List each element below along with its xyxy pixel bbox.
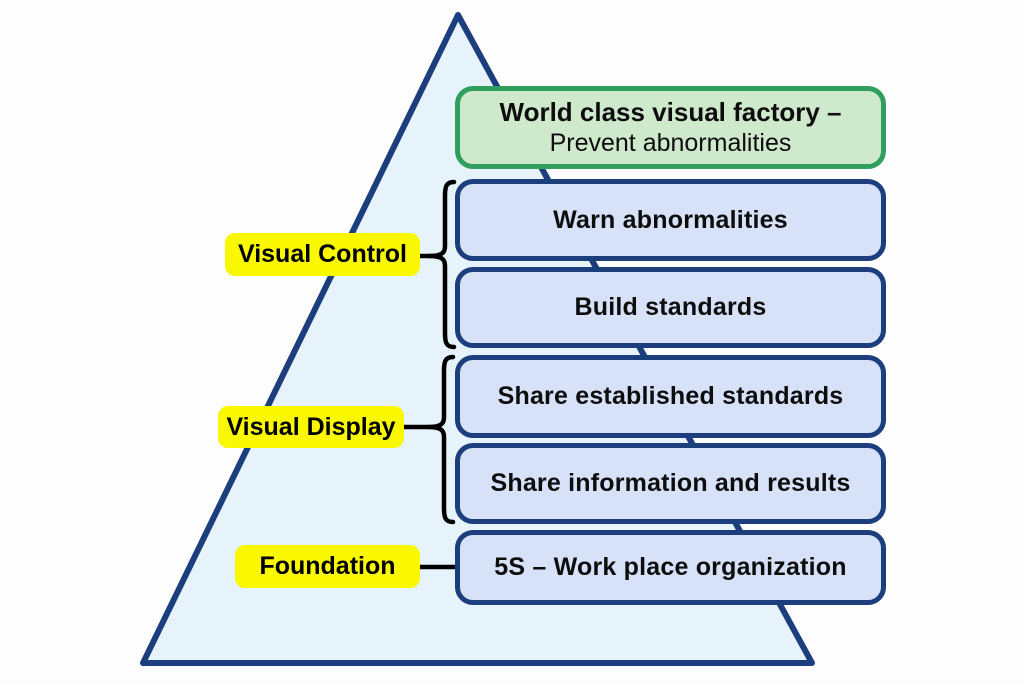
level-box-label: 5S – Work place organization <box>494 553 847 581</box>
level-box-5s-workplace-organization: 5S – Work place organization <box>455 530 886 605</box>
level-box-label: Share information and results <box>490 469 851 497</box>
top-box-world-class: World class visual factory – Prevent abn… <box>455 86 886 169</box>
level-box-label: Share established standards <box>497 382 844 410</box>
level-box-warn-abnormalities: Warn abnormalities <box>455 179 886 261</box>
level-box-build-standards: Build standards <box>455 267 886 348</box>
tag-label: Visual Control <box>237 240 407 268</box>
tag-visual-control: Visual Control <box>225 233 420 276</box>
top-box-subtitle: Prevent abnormalities <box>549 129 792 158</box>
top-box-title: World class visual factory – <box>499 96 842 127</box>
tag-label: Visual Display <box>226 412 396 441</box>
level-box-share-established-standards: Share established standards <box>455 355 886 438</box>
level-box-label: Build standards <box>574 293 767 321</box>
tag-foundation: Foundation <box>235 545 420 588</box>
level-box-label: Warn abnormalities <box>553 205 788 234</box>
level-box-share-information-results: Share information and results <box>455 443 886 524</box>
tag-visual-display: Visual Display <box>218 406 404 448</box>
tag-label: Foundation <box>259 552 396 580</box>
